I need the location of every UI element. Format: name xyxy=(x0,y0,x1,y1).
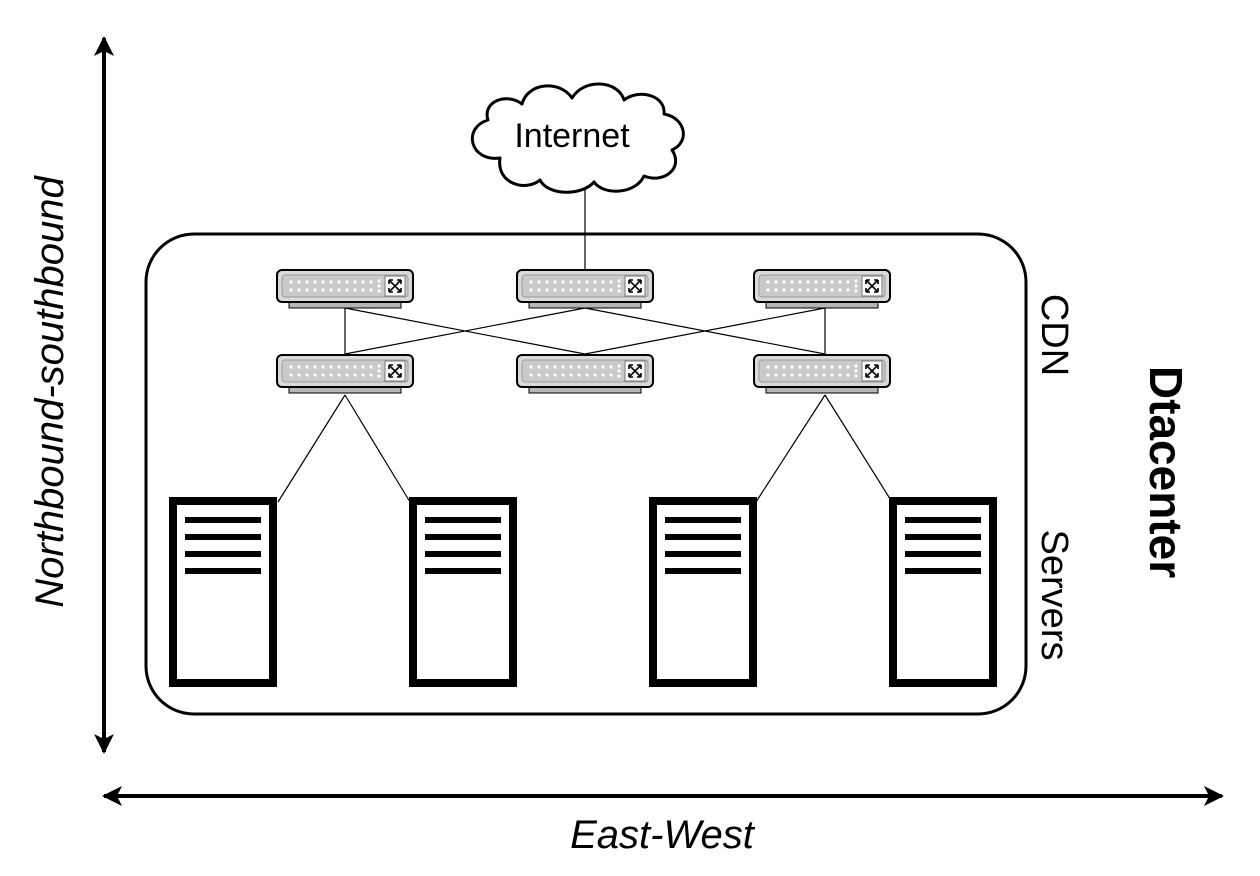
edge-bottom-right-server-3 xyxy=(755,394,826,503)
server-icon xyxy=(173,501,273,683)
server-3 xyxy=(653,501,753,683)
connections xyxy=(277,186,893,503)
switch-bottom-left xyxy=(276,354,414,394)
server-icon xyxy=(893,501,993,683)
server-icon xyxy=(413,501,513,683)
internet-label: Internet xyxy=(514,117,630,155)
cloud-icon xyxy=(470,82,685,194)
switch-bottom-center xyxy=(516,354,654,394)
horizontal-axis-label: East-West xyxy=(570,813,756,857)
edge-top-right-bottom-center xyxy=(584,307,826,355)
cdn-label: CDN xyxy=(1033,294,1075,376)
edge-bottom-right-server-4 xyxy=(824,394,893,503)
datacenter-boundary xyxy=(144,232,1028,716)
edge-top-center-bottom-left xyxy=(344,307,586,355)
switch-icon xyxy=(276,354,414,394)
internet-cloud: Internet xyxy=(470,82,685,194)
switch-icon xyxy=(276,269,414,309)
switch-top-right xyxy=(753,269,891,309)
datacenter-title: Dtacenter xyxy=(1140,366,1192,578)
servers-label: Servers xyxy=(1033,530,1075,661)
switch-bottom-right xyxy=(753,354,891,394)
switch-icon xyxy=(516,269,654,309)
switch-top-left xyxy=(276,269,414,309)
vertical-axis-label: Northbound-southbound xyxy=(28,175,72,608)
server-4 xyxy=(893,501,993,683)
switch-icon xyxy=(753,269,891,309)
switch-top-center xyxy=(516,269,654,309)
edge-bottom-left-server-1 xyxy=(277,394,346,503)
server-icon xyxy=(653,501,753,683)
edge-bottom-left-server-2 xyxy=(344,394,411,503)
switch-icon xyxy=(753,354,891,394)
server-1 xyxy=(173,501,273,683)
server-2 xyxy=(413,501,513,683)
switch-icon xyxy=(516,354,654,394)
